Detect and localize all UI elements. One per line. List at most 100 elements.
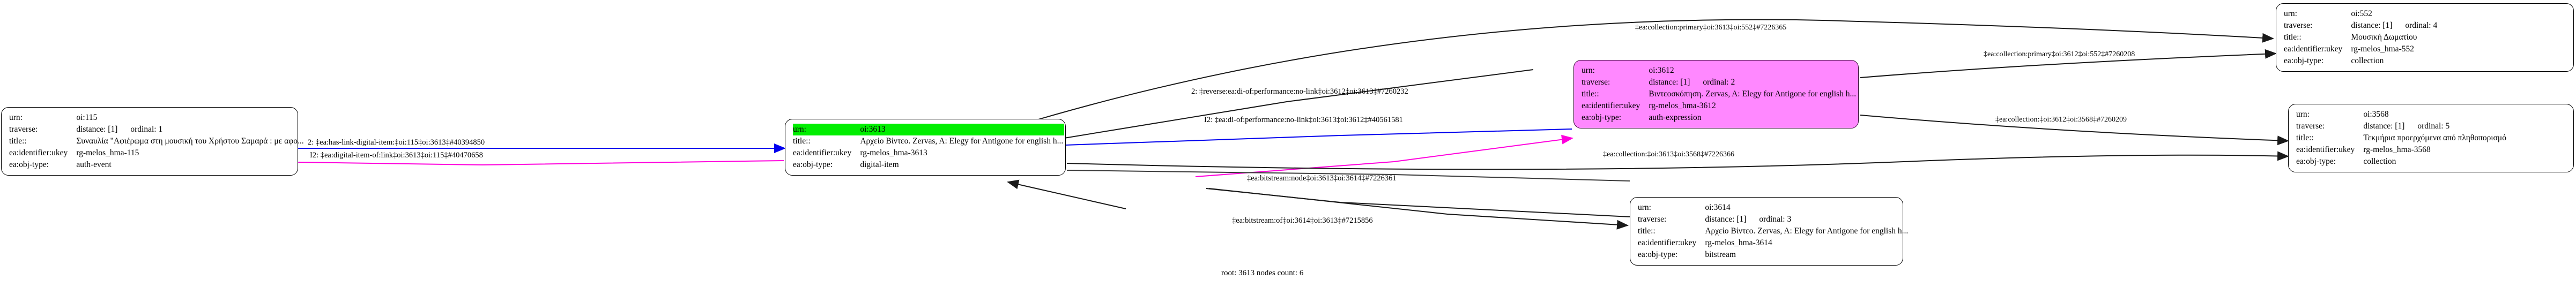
label-ukey: ea:identifier:ukey (1638, 238, 1697, 247)
value-ordinal: ordinal: 2 (1703, 78, 1735, 87)
edge-3613-bottom-arrow (1007, 179, 1126, 209)
value-objtype: bitstream (1705, 250, 1736, 259)
value-title: Βιντεοσκόπηση. Zervas, A: Elegy for Anti… (1649, 89, 1857, 99)
node-row-urn: urn: oi:3568 (2296, 109, 2507, 120)
root-summary-label: root: 3613 nodes count: 6 (1221, 269, 1304, 277)
label-traverse: traverse: (2296, 122, 2325, 131)
value-objtype: digital-item (860, 160, 899, 169)
node-row-ukey: ea:identifier:ukey rg-melos_hma-3614 (1638, 237, 1909, 249)
node-oi-552[interactable]: urn: oi:552 traverse: distance: [1]ordin… (2276, 3, 2574, 72)
node-row-ukey: ea:identifier:ukey rg-melos_hma-552 (2284, 43, 2438, 55)
edge-3612-to-3613 (1195, 134, 1573, 177)
value-distance: distance: [1] (76, 125, 118, 134)
edge-label-3613-to-552: ‡ea:collection:primary‡oi:3613‡oi:552‡#7… (1635, 24, 1787, 32)
label-ukey: ea:identifier:ukey (793, 148, 852, 157)
value-urn: oi:3612 (1649, 66, 1674, 75)
edge-label-3613-to-3568: ‡ea:collection:‡oi:3613‡oi:3568‡#7226366 (1603, 150, 1734, 158)
value-traverse: distance: [1]ordinal: 4 (2351, 20, 2438, 32)
node-row-traverse: traverse: distance: [1] ordinal: 1 (9, 124, 305, 135)
node-row-urn: urn: oi:552 (2284, 8, 2438, 20)
edge-label-115-reverse: I2: ‡ea:digital-item-of:link‡oi:3613‡oi:… (310, 151, 483, 160)
edge-label-3612-to-3568: ‡ea:collection:‡oi:3612‡oi:3568‡#7260209 (1995, 116, 2127, 124)
label-objtype: ea:obj-type: (2296, 157, 2336, 166)
label-title: title:: (9, 137, 27, 146)
value-objtype: auth-expression (1649, 113, 1702, 122)
label-objtype: ea:obj-type: (793, 160, 833, 169)
node-row-urn: urn: oi:3613 (793, 124, 1065, 135)
value-ukey: rg-melos_hma-115 (76, 148, 139, 157)
edge-3613-to-3612-forward (1065, 128, 1572, 146)
label-urn: urn: (1638, 203, 1651, 212)
edge-3612-to-552 (1860, 49, 2277, 78)
value-traverse: distance: [1]ordinal: 3 (1705, 214, 1909, 225)
label-urn: urn: (2296, 110, 2310, 119)
label-urn: urn: (1582, 66, 1595, 75)
label-title: title:: (1582, 89, 1599, 99)
value-urn: oi:3568 (2363, 110, 2389, 119)
label-ukey: ea:identifier:ukey (2284, 44, 2343, 54)
node-oi-115[interactable]: urn: oi:115 traverse: distance: [1] ordin… (1, 107, 304, 176)
node-row-traverse: traverse: distance: [1]ordinal: 3 (1638, 214, 1909, 225)
label-title: title:: (2284, 33, 2302, 42)
node-row-objtype: ea:obj-type: collection (2296, 156, 2507, 168)
node-row-ukey: ea:identifier:ukey rg-melos_hma-115 (9, 147, 305, 159)
label-traverse: traverse: (9, 125, 38, 134)
node-oi-3612[interactable]: urn: oi:3612 traverse: distance: [1] ordi… (1573, 60, 1859, 128)
edge-label-3612-to-552: ‡ea:collection:primary‡oi:3612‡oi:552‡#7… (1984, 50, 2135, 58)
label-traverse: traverse: (2284, 21, 2313, 30)
label-title: title:: (1638, 226, 1656, 236)
value-ukey: rg-melos_hma-552 (2351, 44, 2414, 54)
node-oi-3613[interactable]: urn: oi:3613 title:: Αρχείο Βίντεο. Zerv… (785, 119, 1066, 176)
node-row-objtype: ea:obj-type: auth-event (9, 159, 305, 171)
node-oi-3614[interactable]: urn: oi:3614 traverse: distance: [1]ordi… (1630, 197, 1908, 266)
node-oi-3568[interactable]: urn: oi:3568 traverse: distance: [1] ordi… (2288, 104, 2574, 172)
value-ordinal: ordinal: 1 (130, 125, 163, 134)
value-objtype: collection (2351, 56, 2384, 65)
label-traverse: traverse: (1638, 215, 1667, 224)
value-objtype: auth-event (76, 160, 112, 169)
value-title: Αρχείο Βίντεο. Zervas, A: Elegy for Anti… (1705, 226, 1909, 236)
edge-3614-arrow-in (1208, 188, 1629, 230)
label-urn: urn: (2284, 9, 2297, 18)
value-urn: oi:115 (76, 113, 98, 122)
label-ukey: ea:identifier:ukey (1582, 101, 1640, 110)
value-title: Συναυλία "Αφιέρωμα στη μουσική του Χρήστ… (76, 137, 304, 146)
node-row-ukey: ea:identifier:ukey rg-melos_hma-3613 (793, 147, 1064, 159)
label-ukey: ea:identifier:ukey (2296, 145, 2355, 154)
edge-3614-to-3613 (1206, 188, 1630, 217)
value-distance: distance: [1] (1705, 215, 1747, 224)
label-urn: urn: (9, 113, 23, 122)
label-ukey: ea:identifier:ukey (9, 148, 68, 157)
value-title: Μουσική Δωματίου (2351, 33, 2417, 42)
value-distance: distance: [1] (2363, 122, 2405, 131)
value-distance: distance: [1] (1649, 78, 1690, 87)
value-title: Τεκμήρια προερχόμενα από πληθοπορισμό (2363, 133, 2506, 142)
value-traverse: distance: [1] ordinal: 2 (1649, 77, 1857, 88)
label-urn: urn: (793, 124, 860, 135)
node-row-title: title:: Συναυλία "Αφιέρωμα στη μουσική τ… (9, 135, 305, 147)
node-row-traverse: traverse: distance: [1] ordinal: 5 (2296, 120, 2507, 132)
node-row-objtype: ea:obj-type: digital-item (793, 159, 1064, 171)
edge-label-3612-reverse: 2: ‡reverse:ea:di-of:performance:no-link… (1191, 87, 1408, 96)
value-title: Αρχείο Βίντεο. Zervas, A: Elegy for Anti… (860, 137, 1064, 146)
label-objtype: ea:obj-type: (2284, 56, 2324, 65)
node-row-urn: urn: oi:3614 (1638, 202, 1909, 214)
value-objtype: collection (2363, 157, 2396, 166)
edge-3613-to-3568 (1066, 151, 2289, 170)
value-ukey: rg-melos_hma-3612 (1649, 101, 1716, 110)
value-ukey: rg-melos_hma-3568 (2363, 145, 2431, 154)
node-row-title: title:: Τεκμήρια προερχόμενα από πληθοπο… (2296, 132, 2507, 144)
label-title: title:: (2296, 133, 2314, 142)
node-row-objtype: ea:obj-type: bitstream (1638, 249, 1909, 261)
value-ordinal: ordinal: 5 (2417, 122, 2450, 131)
label-traverse: traverse: (1582, 78, 1610, 87)
label-objtype: ea:obj-type: (9, 160, 49, 169)
value-urn: oi:3613 (860, 124, 1065, 135)
edge-3613-to-552 (1007, 19, 2274, 129)
edge-3613-to-3612-reverse (1064, 69, 1534, 139)
value-urn: oi:3614 (1705, 203, 1731, 212)
node-row-objtype: ea:obj-type: collection (2284, 55, 2438, 67)
node-row-ukey: ea:identifier:ukey rg-melos_hma-3612 (1582, 100, 1857, 112)
